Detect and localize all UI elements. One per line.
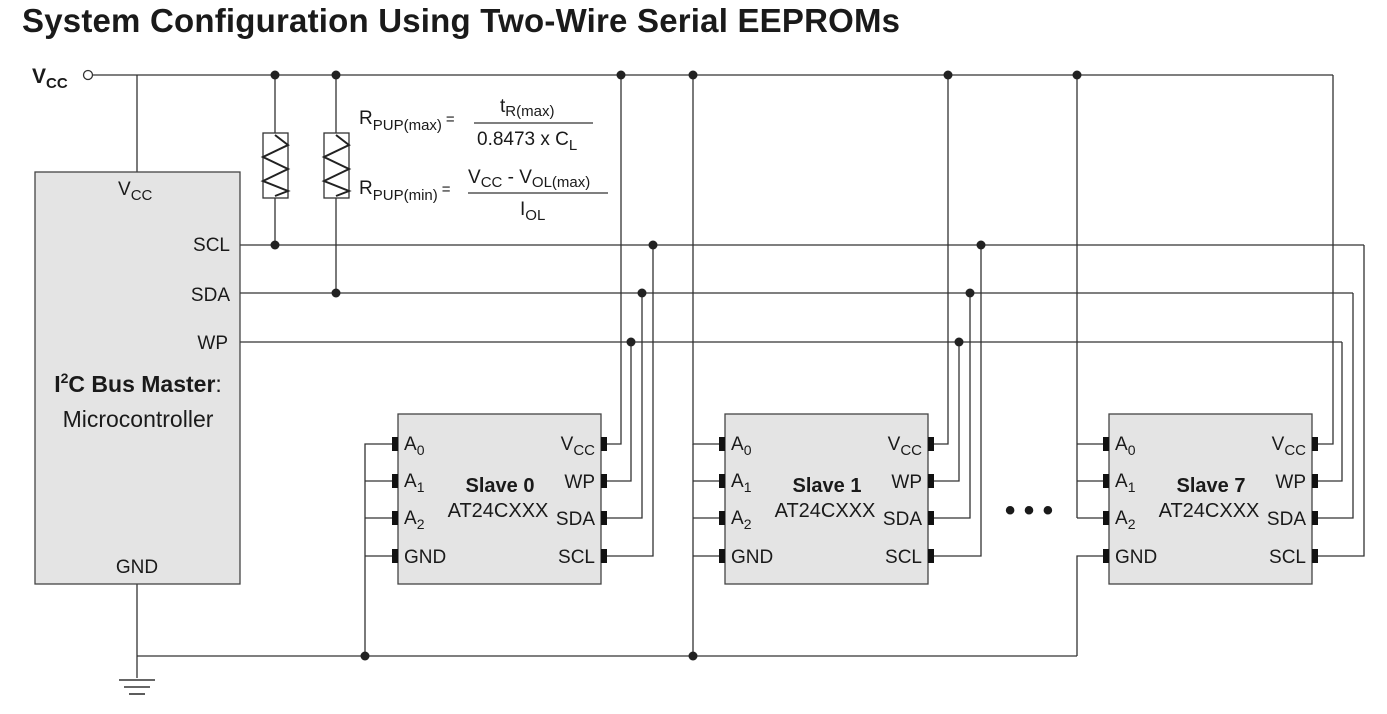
slave-1-address-wiring [692,75,720,656]
slave-7-left-pin-3 [1103,549,1109,563]
vcc-source-label: VCC [32,65,68,92]
slave-0-wiring [606,75,654,557]
slave-0-right-pin-2 [601,511,607,525]
slave-7-right-pin-2 [1312,511,1318,525]
slave-0-part-number: AT24CXXX [448,500,549,522]
slave-7-a1-label: A1 [1115,471,1136,495]
slave-0-left-pin-0 [392,437,398,451]
slave-0-a1-label: A1 [404,471,425,495]
slave-1-part-number: AT24CXXX [775,500,876,522]
slave-7-scl-label: SCL [1269,547,1306,568]
formula-min-denominator: IOL [520,199,545,224]
formula-max-lhs: RPUP(max)= [359,108,455,134]
slave-1-right-pin-1 [928,474,934,488]
slave-0-right-pin-1 [601,474,607,488]
slave-7-part-number: AT24CXXX [1159,500,1260,522]
slave-1-left-pin-1 [719,474,725,488]
slave-7-address-wiring [1076,75,1104,656]
ground-symbol [119,679,155,695]
slave-1-sda-label: SDA [883,509,922,530]
slave-1-right-pin-2 [928,511,934,525]
slave-7-left-pin-1 [1103,474,1109,488]
slave-7-right-pin-0 [1312,437,1318,451]
slave-0-left-pin-2 [392,511,398,525]
vcc-terminal [82,69,94,81]
pullup-resistor-sda [321,132,352,199]
vcc-rail [93,74,1333,172]
slave-0-right-pin-3 [601,549,607,563]
slave-0-left-pin-1 [392,474,398,488]
slave-1-scl-label: SCL [885,547,922,568]
master-vcc-pin-label: VCC [118,179,153,204]
slave-0-sda-label: SDA [556,509,595,530]
more-slaves-ellipsis: • • • [1005,494,1053,527]
master-gnd-pin-label: GND [116,557,158,578]
slave-0-left-pin-3 [392,549,398,563]
slave-1-gnd-label: GND [731,547,773,568]
slave-7-vcc-label: VCC [1272,434,1307,459]
diagram-title: System Configuration Using Two-Wire Seri… [22,2,901,39]
slave-7-sda-label: SDA [1267,509,1306,530]
slave-1-a1-label: A1 [731,471,752,495]
slave-1-right-pin-0 [928,437,934,451]
formula-min-numerator: VCC - VOL(max) [468,167,590,191]
slave-1-wp-label: WP [891,472,922,493]
formula-rpup-max: RPUP(max)= tR(max) 0.8473 x CL [359,96,593,154]
slave-0-vcc-label: VCC [561,434,596,459]
master-sda-pin-label: SDA [191,285,230,306]
slave-0-address-wiring [364,443,393,656]
slave-1-left-pin-2 [719,511,725,525]
slave-1-a0-label: A0 [731,434,752,458]
formula-rpup-min: RPUP(min)= VCC - VOL(max) IOL [359,167,608,224]
master-scl-pin-label: SCL [193,235,230,256]
slave-1-name: Slave 1 [793,475,862,497]
slave-1-left-pin-3 [719,549,725,563]
slave-7-wiring [1318,75,1365,557]
slave-0-a0-label: A0 [404,434,425,458]
junction-dots [270,70,1082,661]
slave-7-left-pin-2 [1103,511,1109,525]
formula-max-denominator: 0.8473 x CL [477,129,577,154]
master-wp-pin-label: WP [197,333,228,354]
slave-7-wp-label: WP [1275,472,1306,493]
master-subtitle: Microcontroller [63,406,214,432]
slave-1-right-pin-3 [928,549,934,563]
pullup-resistor-scl [260,132,291,199]
slave-1-left-pin-0 [719,437,725,451]
bus-master-block: VCC SCL SDA WP I2C Bus Master: Microcont… [34,171,241,585]
slave-0-name: Slave 0 [466,475,535,497]
slave-7-a2-label: A2 [1115,508,1136,532]
slave-7-left-pin-0 [1103,437,1109,451]
slave-0-right-pin-0 [601,437,607,451]
slave-7-a0-label: A0 [1115,434,1136,458]
slave-7-right-pin-1 [1312,474,1318,488]
slave-1-wiring [934,75,982,557]
slave-1-a2-label: A2 [731,508,752,532]
slave-0-gnd-label: GND [404,547,446,568]
formula-min-lhs: RPUP(min)= [359,178,451,204]
slave-7-gnd-label: GND [1115,547,1157,568]
formula-max-numerator: tR(max) [500,96,554,120]
slave-7-name: Slave 7 [1177,475,1246,497]
slave-0-wp-label: WP [564,472,595,493]
slave-1-vcc-label: VCC [888,434,923,459]
ground-rail [136,584,1077,678]
slave-0-scl-label: SCL [558,547,595,568]
slave-0-a2-label: A2 [404,508,425,532]
master-name: I2C Bus Master: [54,370,222,397]
slave-7-right-pin-3 [1312,549,1318,563]
